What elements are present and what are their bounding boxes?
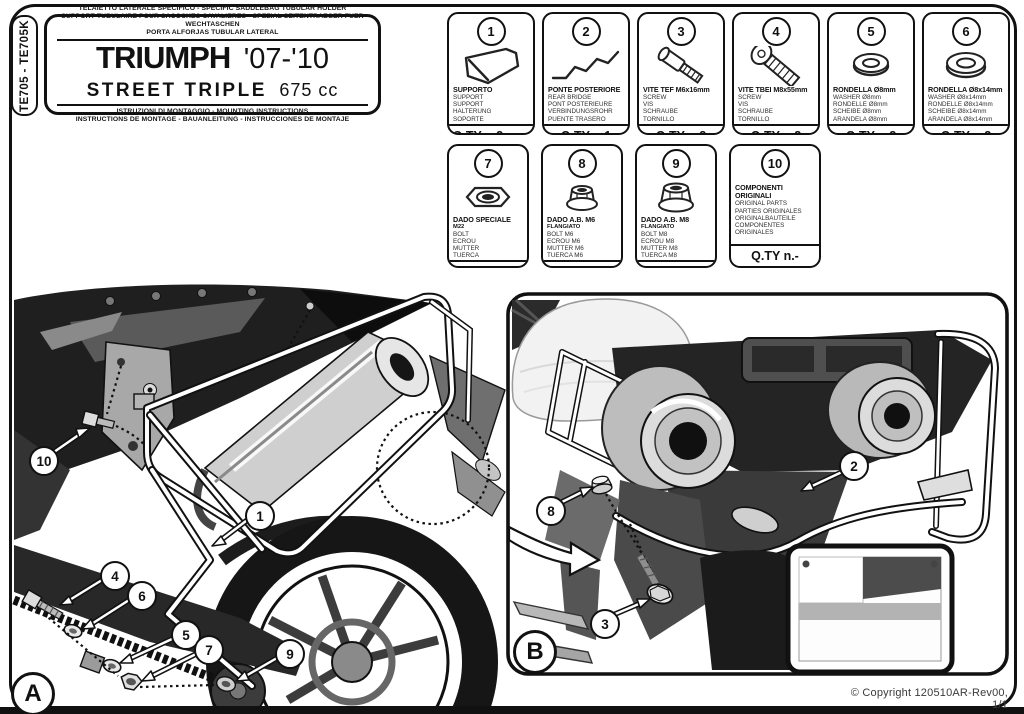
divider bbox=[57, 39, 368, 41]
callout-6: 6 bbox=[127, 581, 157, 611]
button-head-screw-icon bbox=[734, 46, 818, 86]
part-quantity: Q.TY n.2 bbox=[924, 123, 1008, 133]
part-box-1: 1 SUPPORTO SUPPORT SUPPORT HALTERUNG SOP… bbox=[447, 12, 535, 135]
special-nut-icon bbox=[449, 178, 527, 216]
part-box-7: 7 DADO SPECIALE M22 BOLT ECROU MUTTER TU… bbox=[447, 144, 529, 268]
part-number-badge: 10 bbox=[760, 149, 790, 178]
panel-a-illustration bbox=[12, 284, 506, 714]
model-years: '07-'10 bbox=[243, 43, 329, 75]
part-number-badge: 8 bbox=[567, 149, 597, 178]
tubular-holder-icon bbox=[449, 46, 533, 86]
part-box-10: 10 COMPONENTI ORIGINALI ORIGINAL PARTS P… bbox=[729, 144, 821, 268]
part-number-badge: 7 bbox=[473, 149, 503, 178]
part-quantity: Q.TY n.2 bbox=[543, 260, 621, 266]
part-name: VITE TBEI M8x55mm bbox=[738, 85, 808, 94]
part-name: SUPPORTO bbox=[453, 85, 493, 94]
part-quantity: Q.TY n.2 bbox=[637, 260, 715, 266]
flanged-nut-icon bbox=[543, 178, 621, 216]
part-box-6: 6 RONDELLA Ø8x14mm WASHER Ø8x14mm RONDEL… bbox=[922, 12, 1010, 135]
part-name: DADO SPECIALE bbox=[453, 215, 511, 224]
part-number-badge: 6 bbox=[951, 17, 981, 46]
model-name: STREET TRIPLE bbox=[86, 80, 267, 101]
rear-bridge-icon bbox=[544, 46, 628, 86]
part-subname: FLANGIATO bbox=[641, 224, 675, 230]
divider bbox=[57, 104, 368, 106]
part-name: RONDELLA Ø8x14mm bbox=[928, 85, 1003, 94]
brand-name: TRIUMPH bbox=[96, 40, 231, 75]
part-name: DADO A.B. M6 bbox=[547, 215, 596, 224]
part-quantity: Q.TY n.2 bbox=[734, 123, 818, 133]
panel-b-label: B bbox=[513, 630, 557, 674]
part-number-badge: 4 bbox=[761, 17, 791, 46]
callout-7: 7 bbox=[194, 635, 224, 665]
part-quantity: Q.TY n.2 bbox=[639, 123, 723, 133]
part-subname: FLANGIATO bbox=[547, 224, 581, 230]
part-number-badge: 2 bbox=[571, 17, 601, 46]
part-quantity: Q.TY n.2 bbox=[829, 123, 913, 133]
title-header-line: SUPPORT TUBULAIRE POUR SACOCHES CAVALIER… bbox=[61, 13, 364, 28]
part-quantity: Q.TY n.2(Dx-Sx) bbox=[449, 123, 533, 133]
flanged-nut-icon bbox=[637, 178, 715, 216]
flanged-screw-icon bbox=[639, 46, 723, 86]
callout-2: 2 bbox=[839, 451, 869, 481]
callout-arrows bbox=[51, 427, 845, 682]
part-subname: M22 bbox=[453, 224, 465, 230]
panel-a-label: A bbox=[11, 672, 55, 714]
part-number-badge: 1 bbox=[476, 17, 506, 46]
part-name: PONTE POSTERIORE bbox=[548, 85, 621, 94]
part-box-8: 8 DADO A.B. M6 FLANGIATO BOLT M6 ECROU M… bbox=[541, 144, 623, 268]
page-edge-bar bbox=[0, 707, 1024, 714]
copyright-notice: © Copyright 120510AR-Rev00, 1/1 bbox=[850, 687, 1008, 711]
title-header-line: TELAIETTO LATERALE SPECIFICO - SPECIFIC … bbox=[78, 5, 347, 12]
callout-9: 9 bbox=[275, 639, 305, 669]
washer-icon bbox=[829, 46, 913, 86]
part-name: DADO A.B. M8 bbox=[641, 215, 690, 224]
part-number-badge: 3 bbox=[666, 17, 696, 46]
part-quantity: Q.TY n.1 bbox=[544, 123, 628, 133]
title-header-line: PORTA ALFORJAS TUBULAR LATERAL bbox=[146, 29, 279, 36]
title-box: TELAIETTO LATERALE SPECIFICO - SPECIFIC … bbox=[44, 5, 381, 123]
part-quantity: Q.TY n.2 bbox=[449, 260, 527, 266]
callout-1: 1 bbox=[245, 501, 275, 531]
brand-line: TRIUMPH '07-'10 bbox=[51, 40, 374, 79]
engine-displacement: 675 cc bbox=[279, 80, 339, 100]
part-box-3: 3 VITE TEF M6x16mm SCREW VIS SCHRAUBE TO… bbox=[637, 12, 725, 135]
part-name: VITE TEF M6x16mm bbox=[643, 85, 710, 94]
part-name: RONDELLA Ø8mm bbox=[833, 85, 896, 94]
washer-icon bbox=[924, 46, 1008, 86]
part-box-9: 9 DADO A.B. M8 FLANGIATO BOLT M8 ECROU M… bbox=[635, 144, 717, 268]
part-number-badge: 9 bbox=[661, 149, 691, 178]
callout-10: 10 bbox=[29, 446, 59, 476]
direction-arrow bbox=[507, 525, 602, 577]
part-box-2: 2 PONTE POSTERIORE REAR BRIDGE PONT POST… bbox=[542, 12, 630, 135]
title-footer-line: INSTRUCTIONS DE MONTAGE - BAUANLEITUNG -… bbox=[75, 116, 350, 123]
part-quantity: Q.TY n.- bbox=[731, 244, 819, 266]
panel-b-illustration bbox=[506, 292, 1009, 676]
part-box-5: 5 RONDELLA Ø8mm WASHER Ø8mm RONDELLE Ø8m… bbox=[827, 12, 915, 135]
part-box-4: 4 VITE TBEI M8x55mm SCREW VIS SCHRAUBE T… bbox=[732, 12, 820, 135]
product-code: TE705 - TE705K bbox=[18, 19, 31, 112]
product-code-tag: TE705 - TE705K bbox=[11, 15, 38, 116]
part-number-badge: 5 bbox=[856, 17, 886, 46]
callout-8: 8 bbox=[536, 496, 566, 526]
model-line: STREET TRIPLE 675 cc bbox=[51, 80, 374, 102]
part-name: COMPONENTI ORIGINALI bbox=[735, 183, 783, 201]
callout-3: 3 bbox=[590, 609, 620, 639]
title-footer-line: ISTRUZIONI DI MONTAGGIO - MOUNTING INSTR… bbox=[116, 108, 309, 115]
callout-4: 4 bbox=[100, 561, 130, 591]
